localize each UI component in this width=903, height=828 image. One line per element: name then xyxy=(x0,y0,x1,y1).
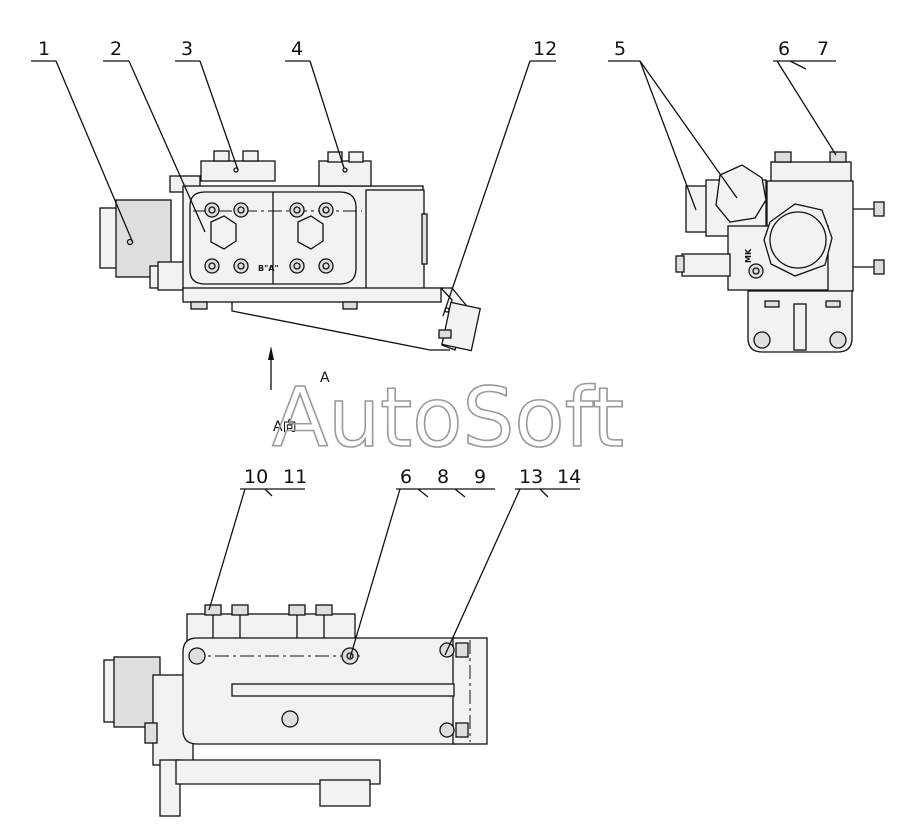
callout-4: 4 xyxy=(291,38,303,60)
callout-3: 3 xyxy=(181,38,193,60)
callout-7: 7 xyxy=(817,38,829,60)
top-fittings xyxy=(200,150,372,187)
callout-6-side: 6 xyxy=(778,38,790,60)
side-view: MK xyxy=(675,151,885,353)
callout-5: 5 xyxy=(614,38,626,60)
callout-6-bottom: 6 xyxy=(400,466,412,488)
callout-10: 10 xyxy=(244,466,268,488)
view-arrow-letter: A xyxy=(320,370,330,386)
callout-8: 8 xyxy=(437,466,449,488)
view-a-arrow: A A向 xyxy=(268,346,330,435)
watermark: AutoSoft xyxy=(272,371,624,466)
callout-leaders xyxy=(31,60,837,659)
callout-11: 11 xyxy=(283,466,307,488)
mounting-bracket xyxy=(182,287,482,352)
bottom-view xyxy=(103,604,488,817)
callout-1: 1 xyxy=(38,38,50,60)
callout-numbers: 1 2 3 4 12 5 6 7 10 11 6 8 9 13 14 xyxy=(38,38,829,488)
callout-13: 13 xyxy=(519,466,543,488)
callout-9: 9 xyxy=(474,466,486,488)
valve-body: B"A" xyxy=(169,175,428,291)
front-view: B"A" xyxy=(99,150,482,352)
side-tag: MK xyxy=(744,248,753,263)
callout-12: 12 xyxy=(533,38,557,60)
callout-14: 14 xyxy=(557,466,581,488)
callout-2: 2 xyxy=(110,38,122,60)
port-mark: B"A" xyxy=(258,264,279,273)
part-1-end-block xyxy=(99,199,187,291)
view-direction-label: A向 xyxy=(273,419,297,435)
